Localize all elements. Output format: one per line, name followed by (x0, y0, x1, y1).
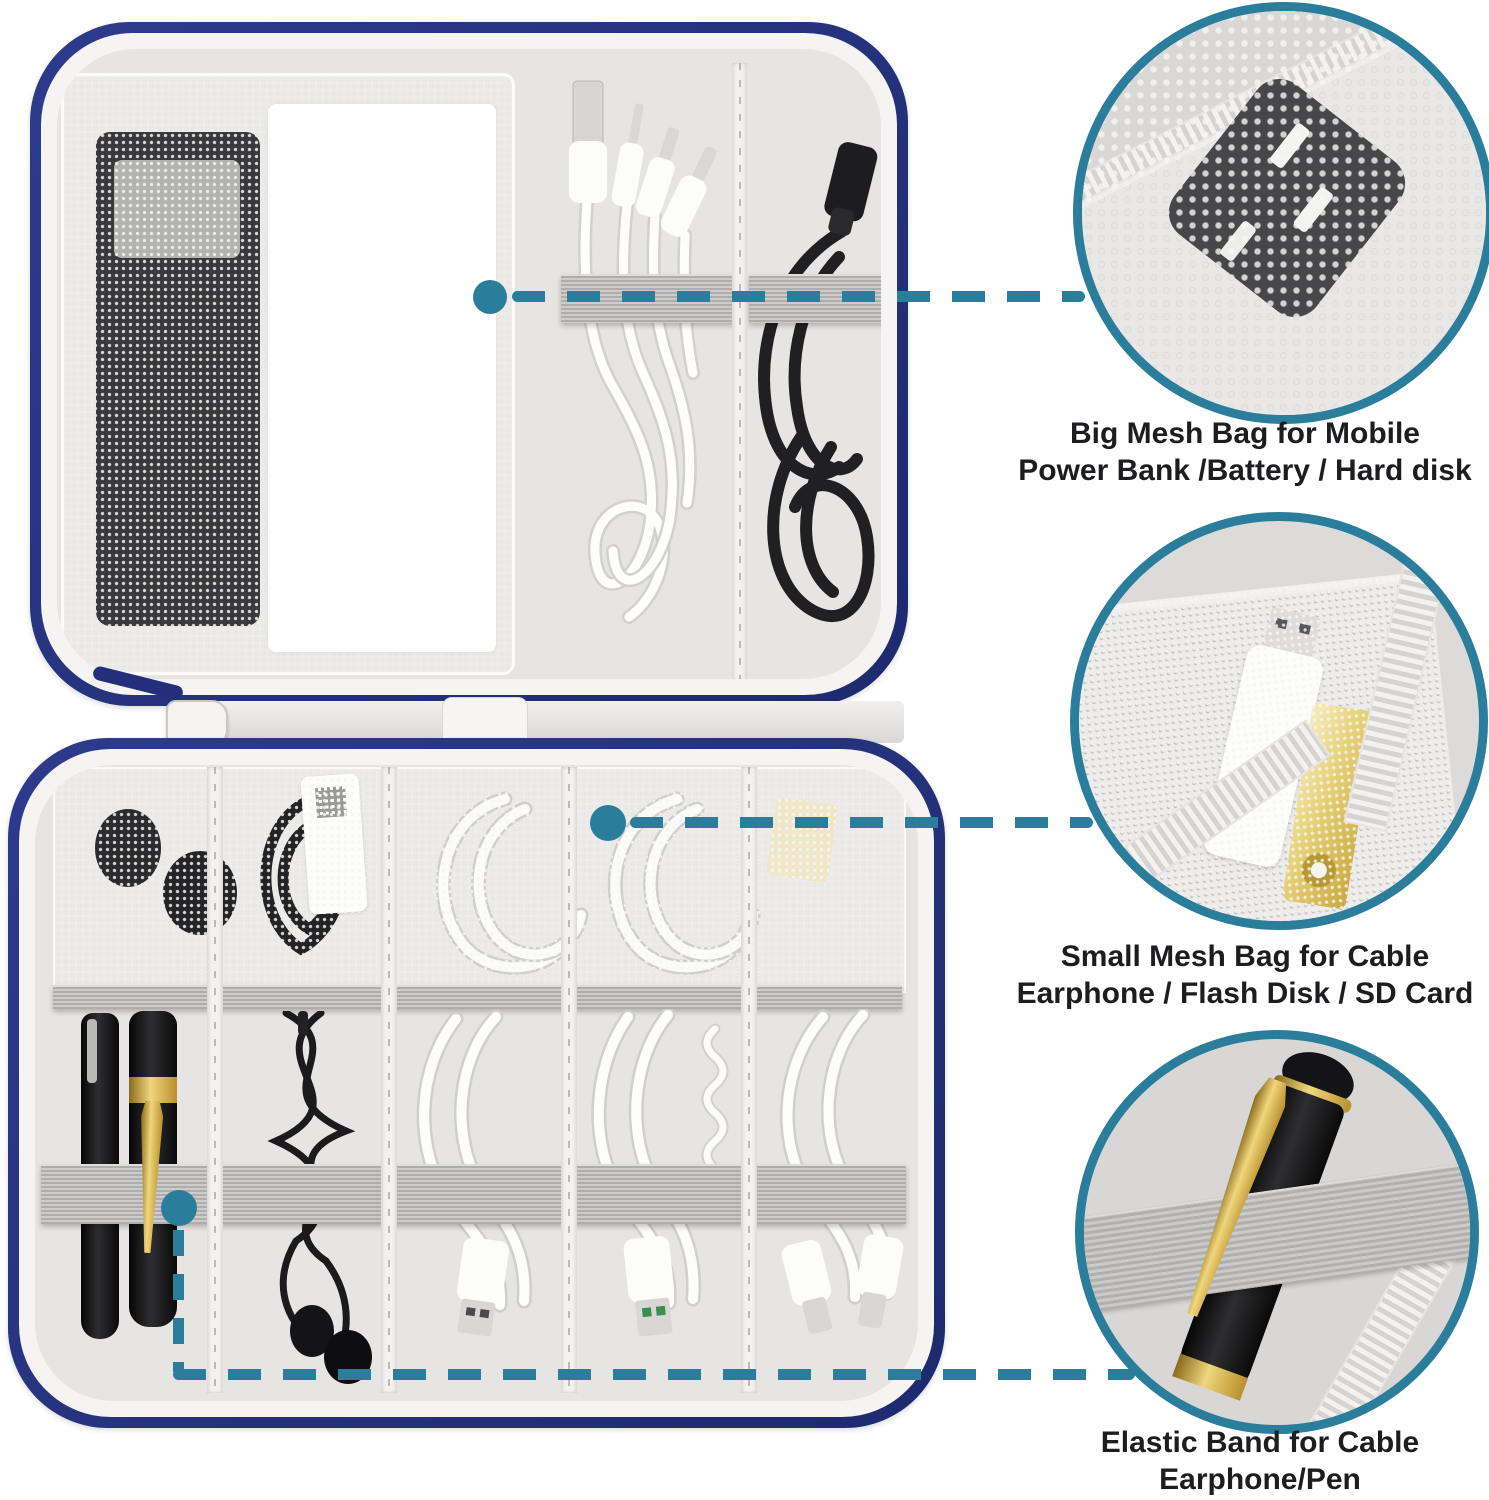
big-mesh-pocket (61, 73, 515, 675)
pen-gold-ring (129, 1077, 177, 1103)
white-device (268, 104, 496, 652)
micro-usb-connector (635, 127, 680, 218)
pen-clip-silver (87, 1019, 97, 1083)
gold-flash-drive-hole (1299, 850, 1339, 890)
top-half-divider (732, 63, 747, 679)
adapter-prong-slot (1292, 185, 1335, 234)
callout-line: Earphone/Pen (1159, 1463, 1361, 1496)
usb-a-connector (569, 80, 607, 203)
elastic-band-leader-line-horizontal (173, 1369, 1135, 1380)
callout-label-big-mesh: Big Mesh Bag for Mobile Power Bank /Batt… (1001, 415, 1489, 489)
qr-label (315, 786, 348, 819)
bottom-divider (741, 767, 757, 1393)
mesh-row-binding (53, 985, 902, 1009)
usb-c-connector (660, 146, 717, 237)
white-multi-cable (569, 80, 717, 624)
bottom-divider (561, 767, 577, 1393)
bottom-divider (207, 767, 223, 1393)
small-mesh-pocket-row (53, 767, 906, 993)
earbud (95, 809, 161, 887)
plug-right (856, 1234, 904, 1329)
elastic-band-leader-line-vertical (173, 1230, 184, 1372)
usb-a-down (456, 1237, 509, 1337)
case-bottom-half (8, 738, 945, 1428)
case-top-half (30, 22, 908, 706)
callout-line: Small Mesh Bag for Cable (1060, 940, 1430, 973)
elastic-band-closeup-circle (1075, 1030, 1479, 1434)
callout-line: Big Mesh Bag for Mobile (1069, 417, 1420, 450)
usb-flash-drive (300, 773, 368, 915)
callout-line: Earphone / Flash Disk / SD Card (1016, 977, 1474, 1010)
small-mesh-dot (590, 805, 626, 841)
case-top-interior (57, 49, 881, 679)
small-mesh-leader-line (630, 817, 1093, 828)
lightning-connector (611, 103, 644, 207)
big-mesh-leader-line (512, 291, 1085, 302)
hinge-strip (210, 701, 904, 743)
black-cable-connector (824, 142, 878, 236)
plug-left (781, 1240, 833, 1335)
callout-label-small-mesh: Small Mesh Bag for Cable Earphone / Flas… (1001, 938, 1489, 1012)
power-bank (96, 132, 260, 626)
elastic-band-dot (161, 1190, 197, 1226)
small-mesh-closeup-circle (1070, 512, 1488, 930)
case-bottom-interior (35, 765, 918, 1401)
callout-line: Elastic Band for Cable (1100, 1426, 1420, 1459)
callout-label-elastic-band: Elastic Band for Cable Earphone/Pen (1016, 1424, 1489, 1498)
black-cable (758, 142, 878, 622)
earbud (163, 851, 237, 935)
adapter-prong-slot (1268, 121, 1311, 170)
big-mesh-dot (473, 280, 507, 314)
big-mesh-closeup-circle (1073, 2, 1489, 424)
bottom-divider (381, 767, 397, 1393)
flash-drive-tag (765, 797, 839, 883)
adapter-prong-slot (1218, 219, 1258, 263)
usb-a-green-down (623, 1236, 675, 1337)
power-bank-label (114, 160, 240, 258)
callout-line: Power Bank /Battery / Hard disk (1018, 454, 1472, 487)
